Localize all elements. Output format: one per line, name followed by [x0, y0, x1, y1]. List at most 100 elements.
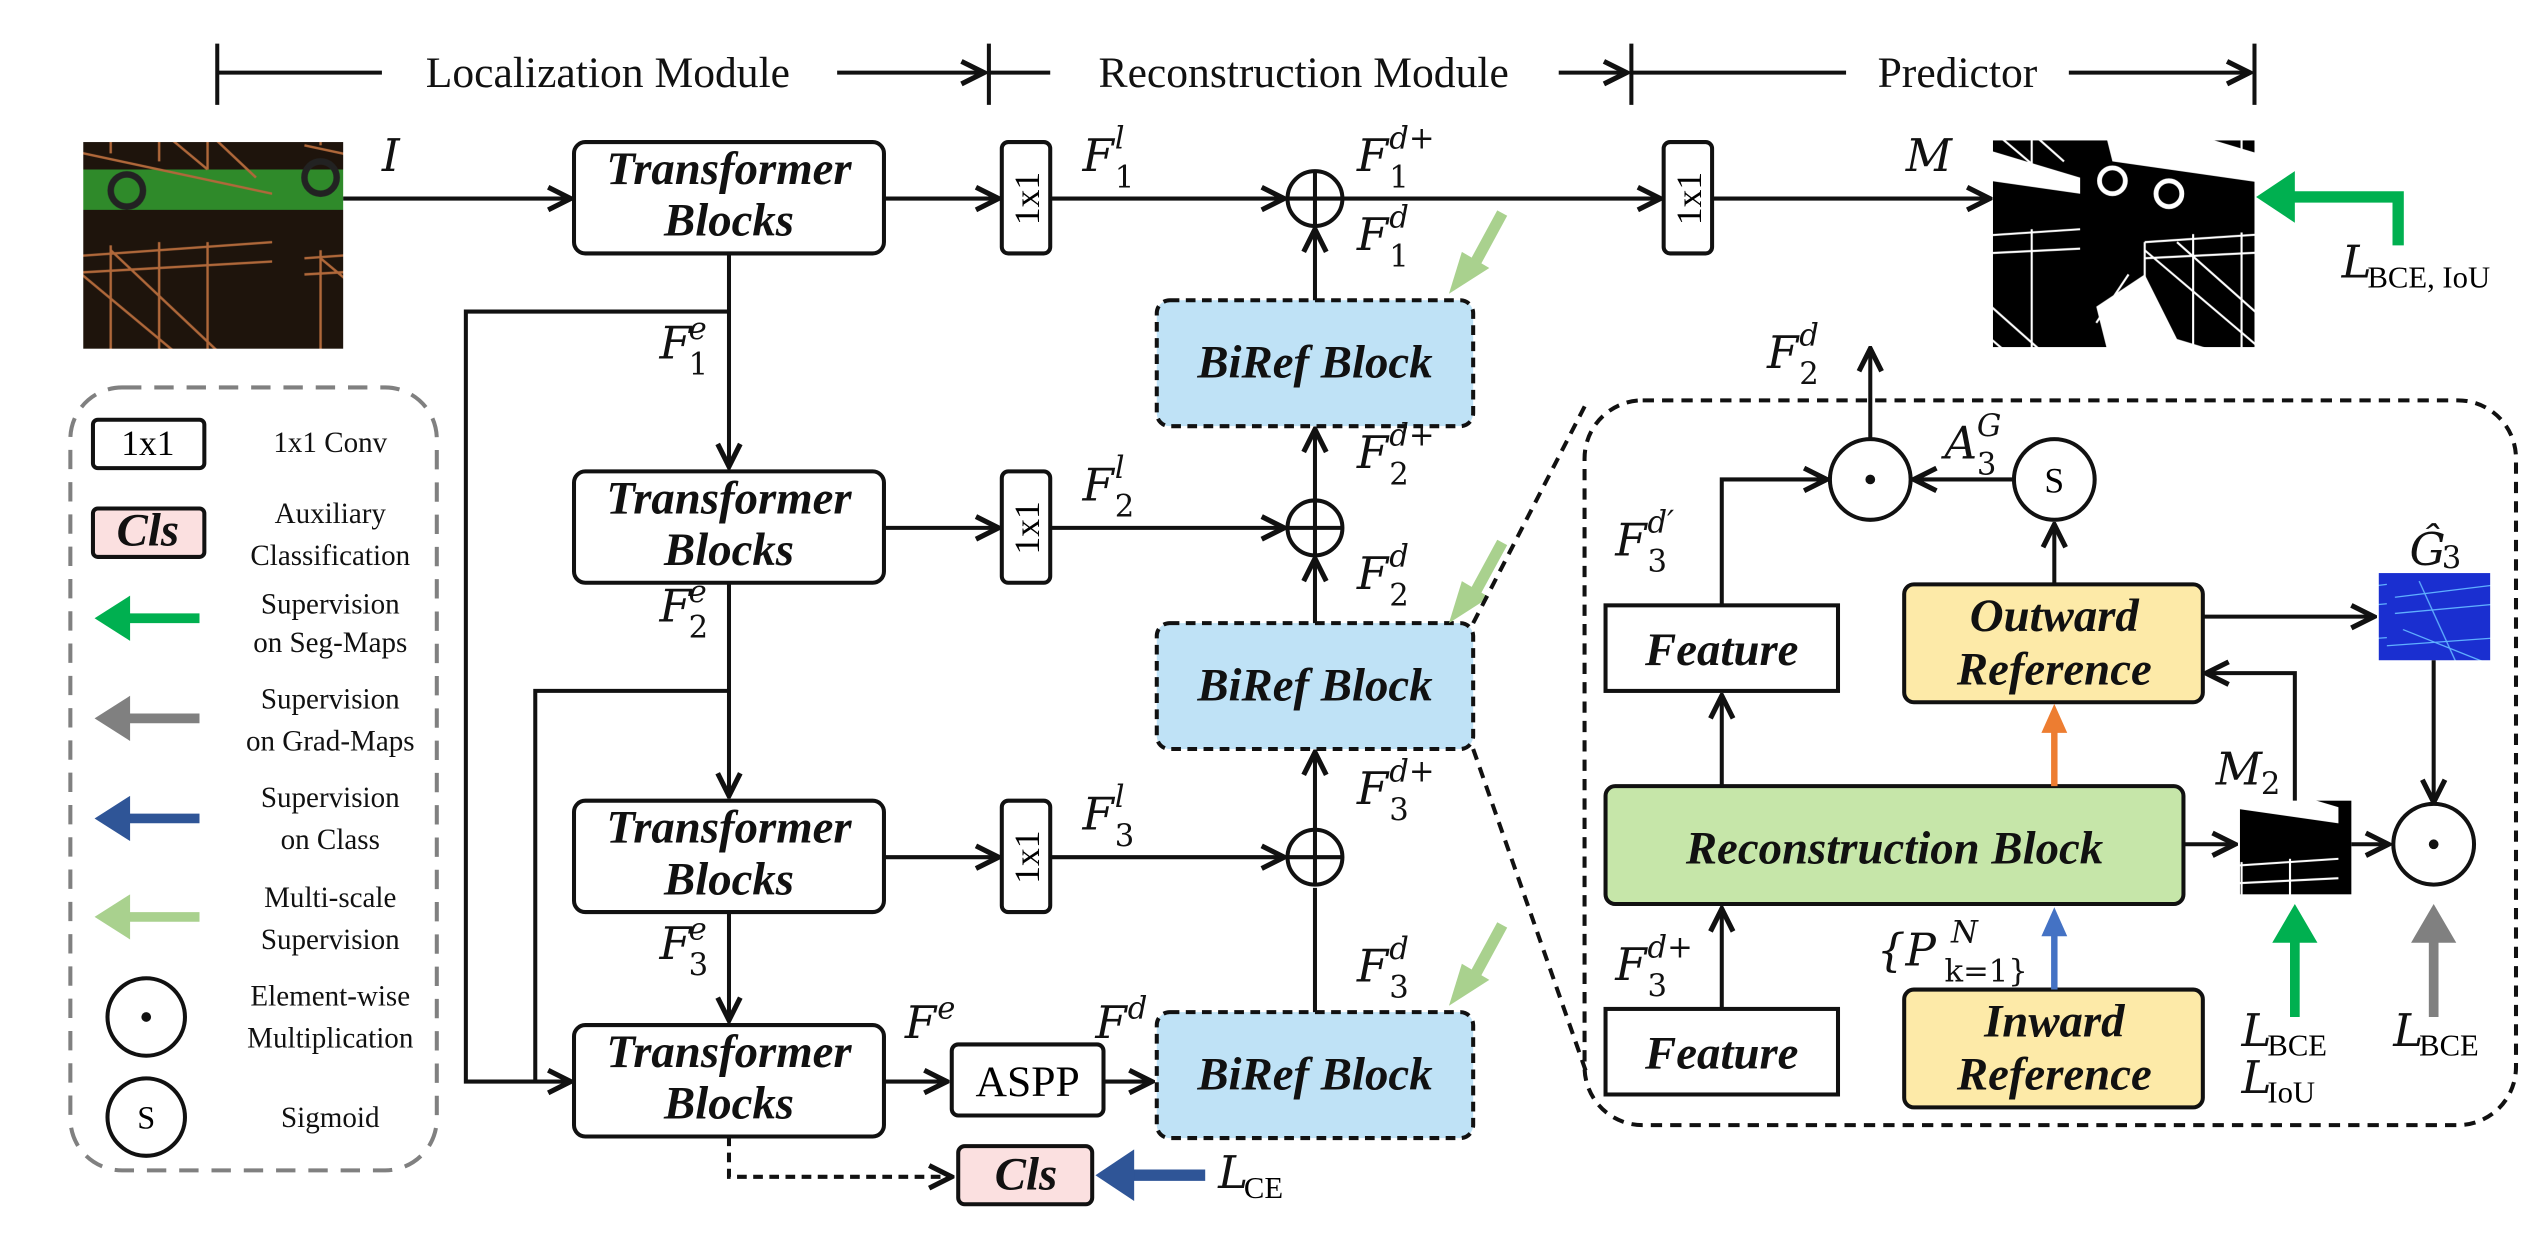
svg-text:L: L	[2241, 1004, 2272, 1057]
biref-block-3[interactable]: BiRef Block	[1154, 1010, 1476, 1141]
label-A3G: A G 3	[1941, 409, 2002, 483]
legend-item-grad-supervision: Supervision on Grad-Maps	[94, 684, 415, 758]
label-F3l: F l 3	[1082, 780, 1135, 854]
feature-box-bottom[interactable]: Feature	[1603, 1006, 1841, 1097]
biref-block-1[interactable]: BiRef Block	[1154, 298, 1476, 429]
svg-text:e: e	[689, 913, 707, 948]
svg-text:F: F	[1614, 938, 1648, 991]
svg-text:d+: d+	[1389, 122, 1434, 157]
svg-text:Supervision: Supervision	[261, 588, 400, 620]
biref-detail-panel: F d 2 S A G 3 Feature F d′ 3	[1471, 318, 2519, 1128]
svg-text:Outward: Outward	[1970, 590, 2140, 642]
svg-text:Multi-scale: Multi-scale	[264, 882, 396, 914]
svg-text:l: l	[1115, 780, 1125, 815]
transformer-block-4[interactable]: Transformer Blocks	[571, 1023, 886, 1139]
svg-text:M: M	[2215, 743, 2264, 796]
biref-block-2[interactable]: BiRef Block	[1154, 621, 1476, 752]
label-F3dplus: F d+ 3	[1356, 754, 1435, 828]
svg-text:BCE: BCE	[2267, 1029, 2327, 1063]
svg-text:F: F	[1614, 513, 1648, 566]
svg-text:L: L	[2392, 1004, 2423, 1057]
seg-supervision-arrow-output	[2256, 171, 2404, 246]
transformer-block-2[interactable]: Transformer Blocks	[571, 469, 886, 585]
svg-text:3: 3	[1648, 544, 1668, 579]
svg-text:3: 3	[1977, 448, 1997, 483]
orange-arrow	[2041, 703, 2068, 787]
svg-text:Multiplication: Multiplication	[247, 1023, 414, 1055]
svg-text:l: l	[1115, 122, 1125, 157]
outward-reference-block[interactable]: Outward Reference	[1902, 582, 2205, 705]
label-F3dprime: F d′ 3	[1614, 506, 1674, 580]
svg-text:Supervision: Supervision	[261, 782, 400, 814]
svg-text:on Grad-Maps: on Grad-Maps	[246, 726, 415, 758]
svg-text:Transformer: Transformer	[606, 1026, 852, 1078]
label-F3e: F e 3	[659, 913, 709, 984]
conv-1x1-predictor[interactable]: 1x1	[1661, 140, 1715, 256]
transformer-block-1[interactable]: Transformer Blocks	[571, 140, 886, 256]
grad-supervision-arrow	[2411, 904, 2457, 1017]
output-mask-image	[1992, 140, 2255, 348]
legend-item-elementwise-mult: Element-wise Multiplication	[105, 976, 414, 1058]
label-M2: M 2	[2215, 743, 2281, 803]
label-F3dplus-detail: F d+ 3	[1614, 930, 1693, 1004]
svg-text:N: N	[1950, 916, 1979, 951]
section-headers: Localization Module Reconstruction Modul…	[215, 43, 2257, 105]
svg-text:Ĝ: Ĝ	[2409, 523, 2445, 576]
loss-bce-iou: L BCE, IoU	[2341, 236, 2490, 295]
svg-text:2: 2	[2261, 767, 2281, 802]
svg-text:3: 3	[1389, 971, 1409, 1006]
svg-text:d+: d+	[1389, 419, 1434, 454]
svg-text:2: 2	[1799, 357, 1819, 392]
svg-text:3: 3	[1389, 793, 1409, 828]
label-F1d: F d 1	[1356, 201, 1409, 275]
aspp-block[interactable]: ASPP	[949, 1042, 1106, 1118]
label-F1e: F e 1	[659, 312, 709, 383]
svg-text:Cls: Cls	[995, 1149, 1057, 1201]
legend-item-seg-supervision: Supervision on Seg-Maps	[94, 588, 407, 659]
svg-text:F: F	[1082, 458, 1116, 511]
class-supervision-arrow	[1095, 1149, 1206, 1202]
label-Fd-aspp: F d	[1094, 992, 1147, 1049]
svg-text:on Seg-Maps: on Seg-Maps	[253, 627, 407, 659]
svg-text:Transformer: Transformer	[606, 472, 852, 524]
svg-text:L: L	[2341, 236, 2372, 289]
svg-text:2: 2	[689, 611, 709, 646]
add-node-1	[1285, 169, 1345, 229]
conv-1x1-level-3[interactable]: 1x1	[999, 798, 1053, 915]
inward-reference-block[interactable]: Inward Reference	[1902, 987, 2205, 1110]
conv-1x1-level-2[interactable]: 1x1	[999, 469, 1053, 585]
svg-text:A: A	[1941, 416, 1978, 469]
label-F2l: F l 2	[1082, 451, 1135, 525]
svg-text:Element-wise: Element-wise	[250, 981, 410, 1013]
svg-text:Reconstruction Block: Reconstruction Block	[1685, 823, 2104, 875]
svg-text:Classification: Classification	[250, 540, 410, 572]
label-F3d: F d 3	[1356, 932, 1409, 1006]
svg-text:BiRef Block: BiRef Block	[1196, 1049, 1433, 1101]
svg-text:1: 1	[1115, 160, 1135, 195]
svg-text:F: F	[659, 580, 693, 633]
svg-text:F: F	[1356, 208, 1390, 261]
conv-1x1-level-1[interactable]: 1x1	[999, 140, 1053, 256]
loss-bce-grad: L BCE	[2392, 1004, 2478, 1063]
svg-text:S: S	[2044, 460, 2064, 500]
svg-text:d: d	[1799, 318, 1819, 353]
svg-text:BCE, IoU: BCE, IoU	[2367, 260, 2490, 294]
svg-text:Reference: Reference	[1956, 1049, 2152, 1101]
loss-iou-m2: L IoU	[2241, 1051, 2316, 1110]
transformer-block-3[interactable]: Transformer Blocks	[571, 798, 886, 915]
sigmoid-node: S	[2011, 437, 2097, 522]
feature-box-top[interactable]: Feature	[1603, 603, 1841, 693]
label-F2dplus: F d+ 2	[1356, 419, 1435, 493]
svg-text:l: l	[1115, 451, 1125, 486]
cls-block[interactable]: Cls	[956, 1144, 1095, 1207]
label-F2e: F e 2	[659, 575, 709, 646]
header-localization-module: Localization Module	[426, 49, 790, 97]
svg-text:on Class: on Class	[281, 824, 380, 856]
reconstruction-block[interactable]: Reconstruction Block	[1603, 784, 2186, 907]
svg-text:Sigmoid: Sigmoid	[281, 1102, 380, 1134]
add-node-3	[1285, 827, 1345, 887]
svg-text:Supervision: Supervision	[261, 924, 400, 956]
svg-text:3: 3	[1115, 819, 1135, 854]
svg-text:1x1: 1x1	[121, 423, 174, 463]
svg-text:1x1: 1x1	[1007, 172, 1047, 225]
